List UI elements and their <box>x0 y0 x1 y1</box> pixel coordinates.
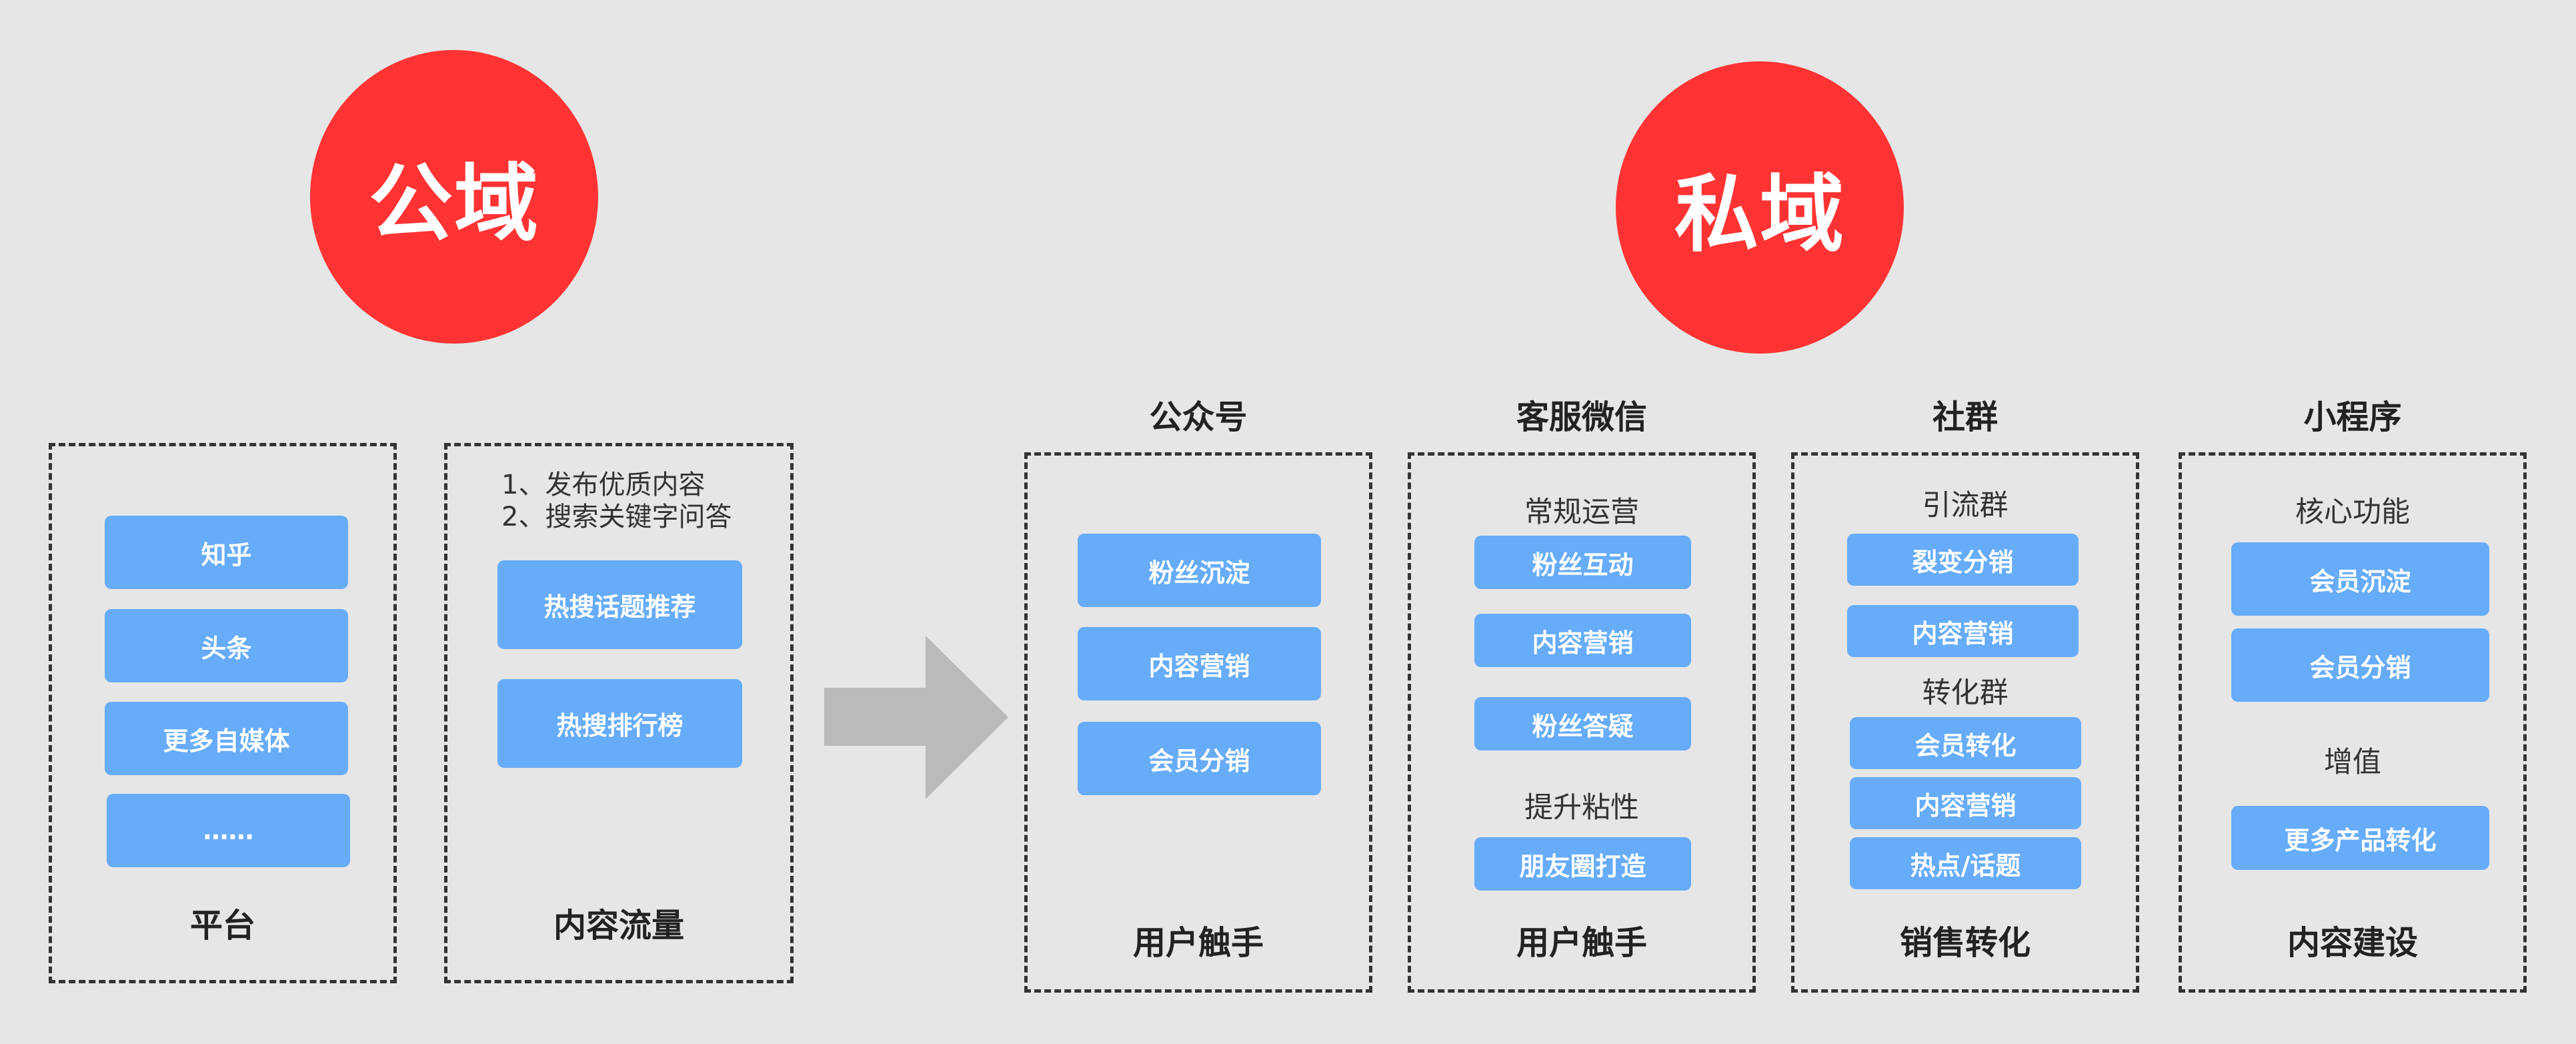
mini-program-heading: 小程序 <box>2303 398 2402 436</box>
public-domain-label: 公域 <box>369 155 539 253</box>
mini-program-sub2: 增值 <box>2324 746 2381 779</box>
mini-program-item-member-distribute: 会员分销 <box>2231 628 2489 702</box>
private-domain-label: 私域 <box>1674 165 1845 264</box>
community-heading: 社群 <box>1932 398 1998 436</box>
platform-item-ellipsis: …… <box>107 794 350 867</box>
platform-item-toutiao: 头条 <box>105 609 348 682</box>
community-sub1: 引流群 <box>1922 489 2009 522</box>
hot-topic-recommend-item: 热搜话题推荐 <box>497 560 742 649</box>
service-wechat-item-fan-qa: 粉丝答疑 <box>1474 697 1691 750</box>
content-steps: 1、发布优质内容 2、搜索关键字问答 <box>501 469 732 533</box>
content-traffic-footer: 内容流量 <box>553 907 684 945</box>
platform-footer: 平台 <box>189 907 255 945</box>
community-panel <box>1791 452 2139 993</box>
service-wechat-sub1: 常规运营 <box>1524 496 1639 529</box>
mini-program-item-member-retain: 会员沉淀 <box>2231 542 2489 616</box>
community-sub2: 转化群 <box>1922 676 2009 710</box>
flow-arrow-icon <box>824 636 1008 799</box>
content-traffic-panel <box>444 443 794 983</box>
official-account-item-fans: 粉丝沉淀 <box>1078 534 1321 607</box>
community-item-fission: 裂变分销 <box>1847 534 2079 586</box>
service-wechat-item-content: 内容营销 <box>1474 614 1691 667</box>
mini-program-item-more-products: 更多产品转化 <box>2231 806 2489 870</box>
private-domain-circle: 私域 <box>1616 61 1904 354</box>
official-account-panel <box>1024 452 1372 993</box>
hot-search-ranking-item: 热搜排行榜 <box>497 679 742 768</box>
official-account-item-member: 会员分销 <box>1078 722 1321 795</box>
public-domain-circle: 公域 <box>310 50 598 344</box>
community-item-hot-topic: 热点/话题 <box>1850 837 2081 889</box>
service-wechat-item-moments: 朋友圈打造 <box>1474 837 1691 891</box>
service-wechat-sub2: 提升粘性 <box>1524 791 1639 825</box>
official-account-footer: 用户触手 <box>1132 924 1264 962</box>
platform-item-zhihu: 知乎 <box>105 516 348 589</box>
community-item-content-1: 内容营销 <box>1847 605 2079 657</box>
community-footer: 销售转化 <box>1899 924 2031 962</box>
platform-item-more-media: 更多自媒体 <box>105 702 348 775</box>
mini-program-footer: 内容建设 <box>2287 924 2418 962</box>
content-step-1: 1、发布优质内容 <box>501 470 706 500</box>
service-wechat-item-fan-interact: 粉丝互动 <box>1474 536 1691 589</box>
mini-program-panel <box>2179 452 2527 993</box>
community-item-member-convert: 会员转化 <box>1850 717 2081 769</box>
mini-program-sub1: 核心功能 <box>2295 496 2410 529</box>
official-account-heading: 公众号 <box>1149 398 1248 436</box>
platform-panel <box>49 443 397 983</box>
official-account-item-content: 内容营销 <box>1078 627 1321 700</box>
content-step-2: 2、搜索关键字问答 <box>501 502 732 532</box>
service-wechat-footer: 用户触手 <box>1516 924 1647 962</box>
service-wechat-heading: 客服微信 <box>1516 398 1647 436</box>
service-wechat-panel <box>1408 452 1756 993</box>
community-item-content-2: 内容营销 <box>1850 777 2081 829</box>
